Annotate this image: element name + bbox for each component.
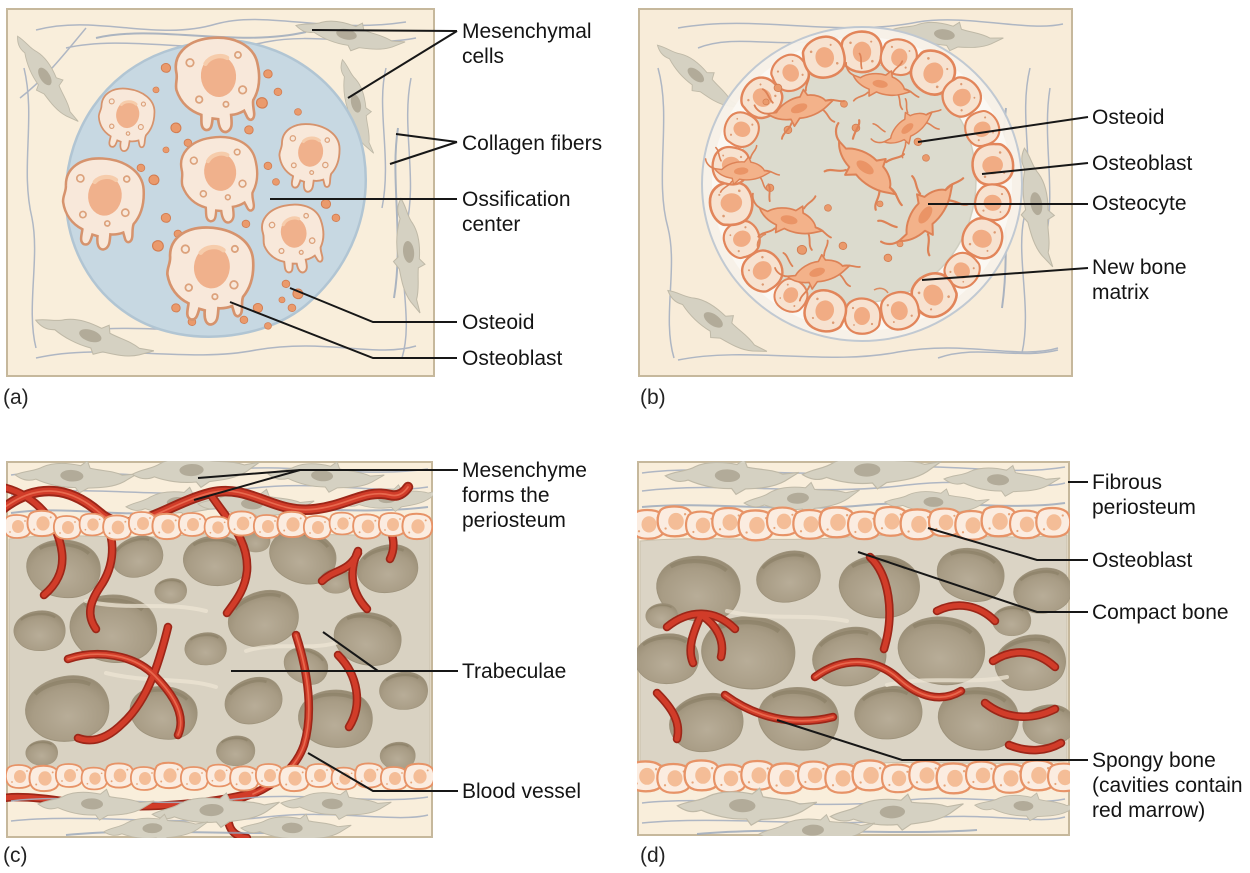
- panel-letter-c: (c): [3, 844, 28, 867]
- panel-letter-a: (a): [3, 386, 29, 409]
- label-osteoid-b: Osteoid: [1092, 106, 1165, 129]
- osteoblast-row-bottom: [637, 759, 1070, 795]
- osteoblast-row-bottom: [6, 761, 433, 793]
- panel-a-illustration: [6, 8, 435, 377]
- label-blood-vessel: Blood vessel: [462, 780, 582, 803]
- panel-c-illustration: [6, 461, 433, 838]
- label-ossification-center: Ossification center: [462, 188, 571, 236]
- label-trabeculae: Trabeculae: [462, 660, 567, 683]
- label-osteoblast-d: Osteoblast: [1092, 549, 1193, 572]
- label-mesenchymal-cells: Mesenchymal cells: [462, 20, 592, 68]
- label-spongy-bone: Spongy bone (cavities contain red marrow…: [1092, 749, 1243, 822]
- label-compact-bone: Compact bone: [1092, 601, 1229, 624]
- label-fibrous-periosteum: Fibrous periosteum: [1092, 471, 1196, 519]
- label-osteocyte: Osteocyte: [1092, 192, 1187, 215]
- panel-letter-d: (d): [640, 844, 666, 867]
- label-new-bone-matrix: New bone matrix: [1092, 256, 1187, 304]
- matrix-specks: [756, 83, 930, 294]
- label-osteoblast-b: Osteoblast: [1092, 152, 1193, 175]
- panel-d-illustration: [637, 461, 1070, 836]
- label-osteoblast-a: Osteoblast: [462, 347, 563, 370]
- label-collagen-fibers: Collagen fibers: [462, 132, 603, 155]
- panel-letter-b: (b): [640, 386, 666, 409]
- label-mesenchyme-periosteum: Mesenchyme forms the periosteum: [462, 459, 587, 532]
- label-osteoid-a: Osteoid: [462, 311, 535, 334]
- panel-b-illustration: [638, 8, 1073, 377]
